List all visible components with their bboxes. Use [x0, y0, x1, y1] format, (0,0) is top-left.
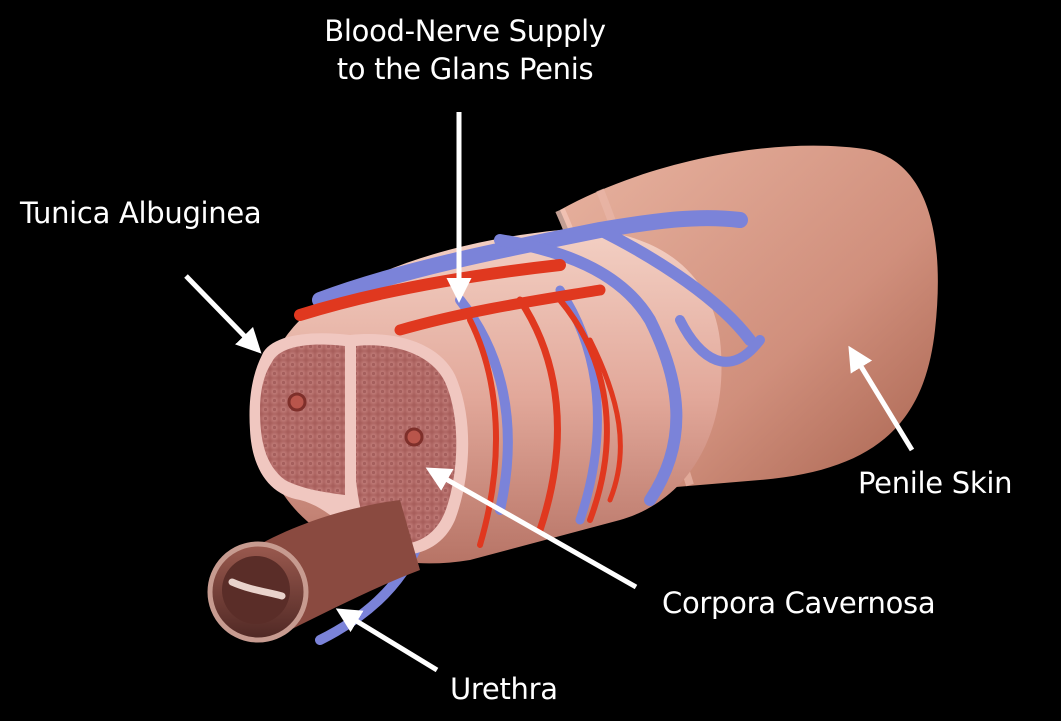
pointer-arrows: [184, 112, 915, 673]
label-penile-skin: Penile Skin: [858, 466, 1013, 500]
corpora-cross-section: [249, 333, 469, 556]
label-blood-nerve-line2: to the Glans Penis: [336, 52, 594, 86]
urethra-segment: [207, 500, 420, 643]
label-blood-nerve-line1: Blood-Nerve Supply: [324, 14, 606, 48]
arrow-urethra: [335, 608, 439, 673]
label-urethra: Urethra: [450, 672, 558, 706]
arrow-corpora: [425, 467, 638, 590]
arteries: [294, 259, 623, 548]
arrow-tunica: [184, 274, 262, 354]
label-corpora-cavernosa: Corpora Cavernosa: [662, 586, 936, 620]
label-tunica-albuginea: Tunica Albuginea: [20, 196, 262, 230]
arrow-skin: [848, 345, 915, 452]
label-blood-nerve-supply: Blood-Nerve Supply to the Glans Penis: [300, 12, 630, 88]
